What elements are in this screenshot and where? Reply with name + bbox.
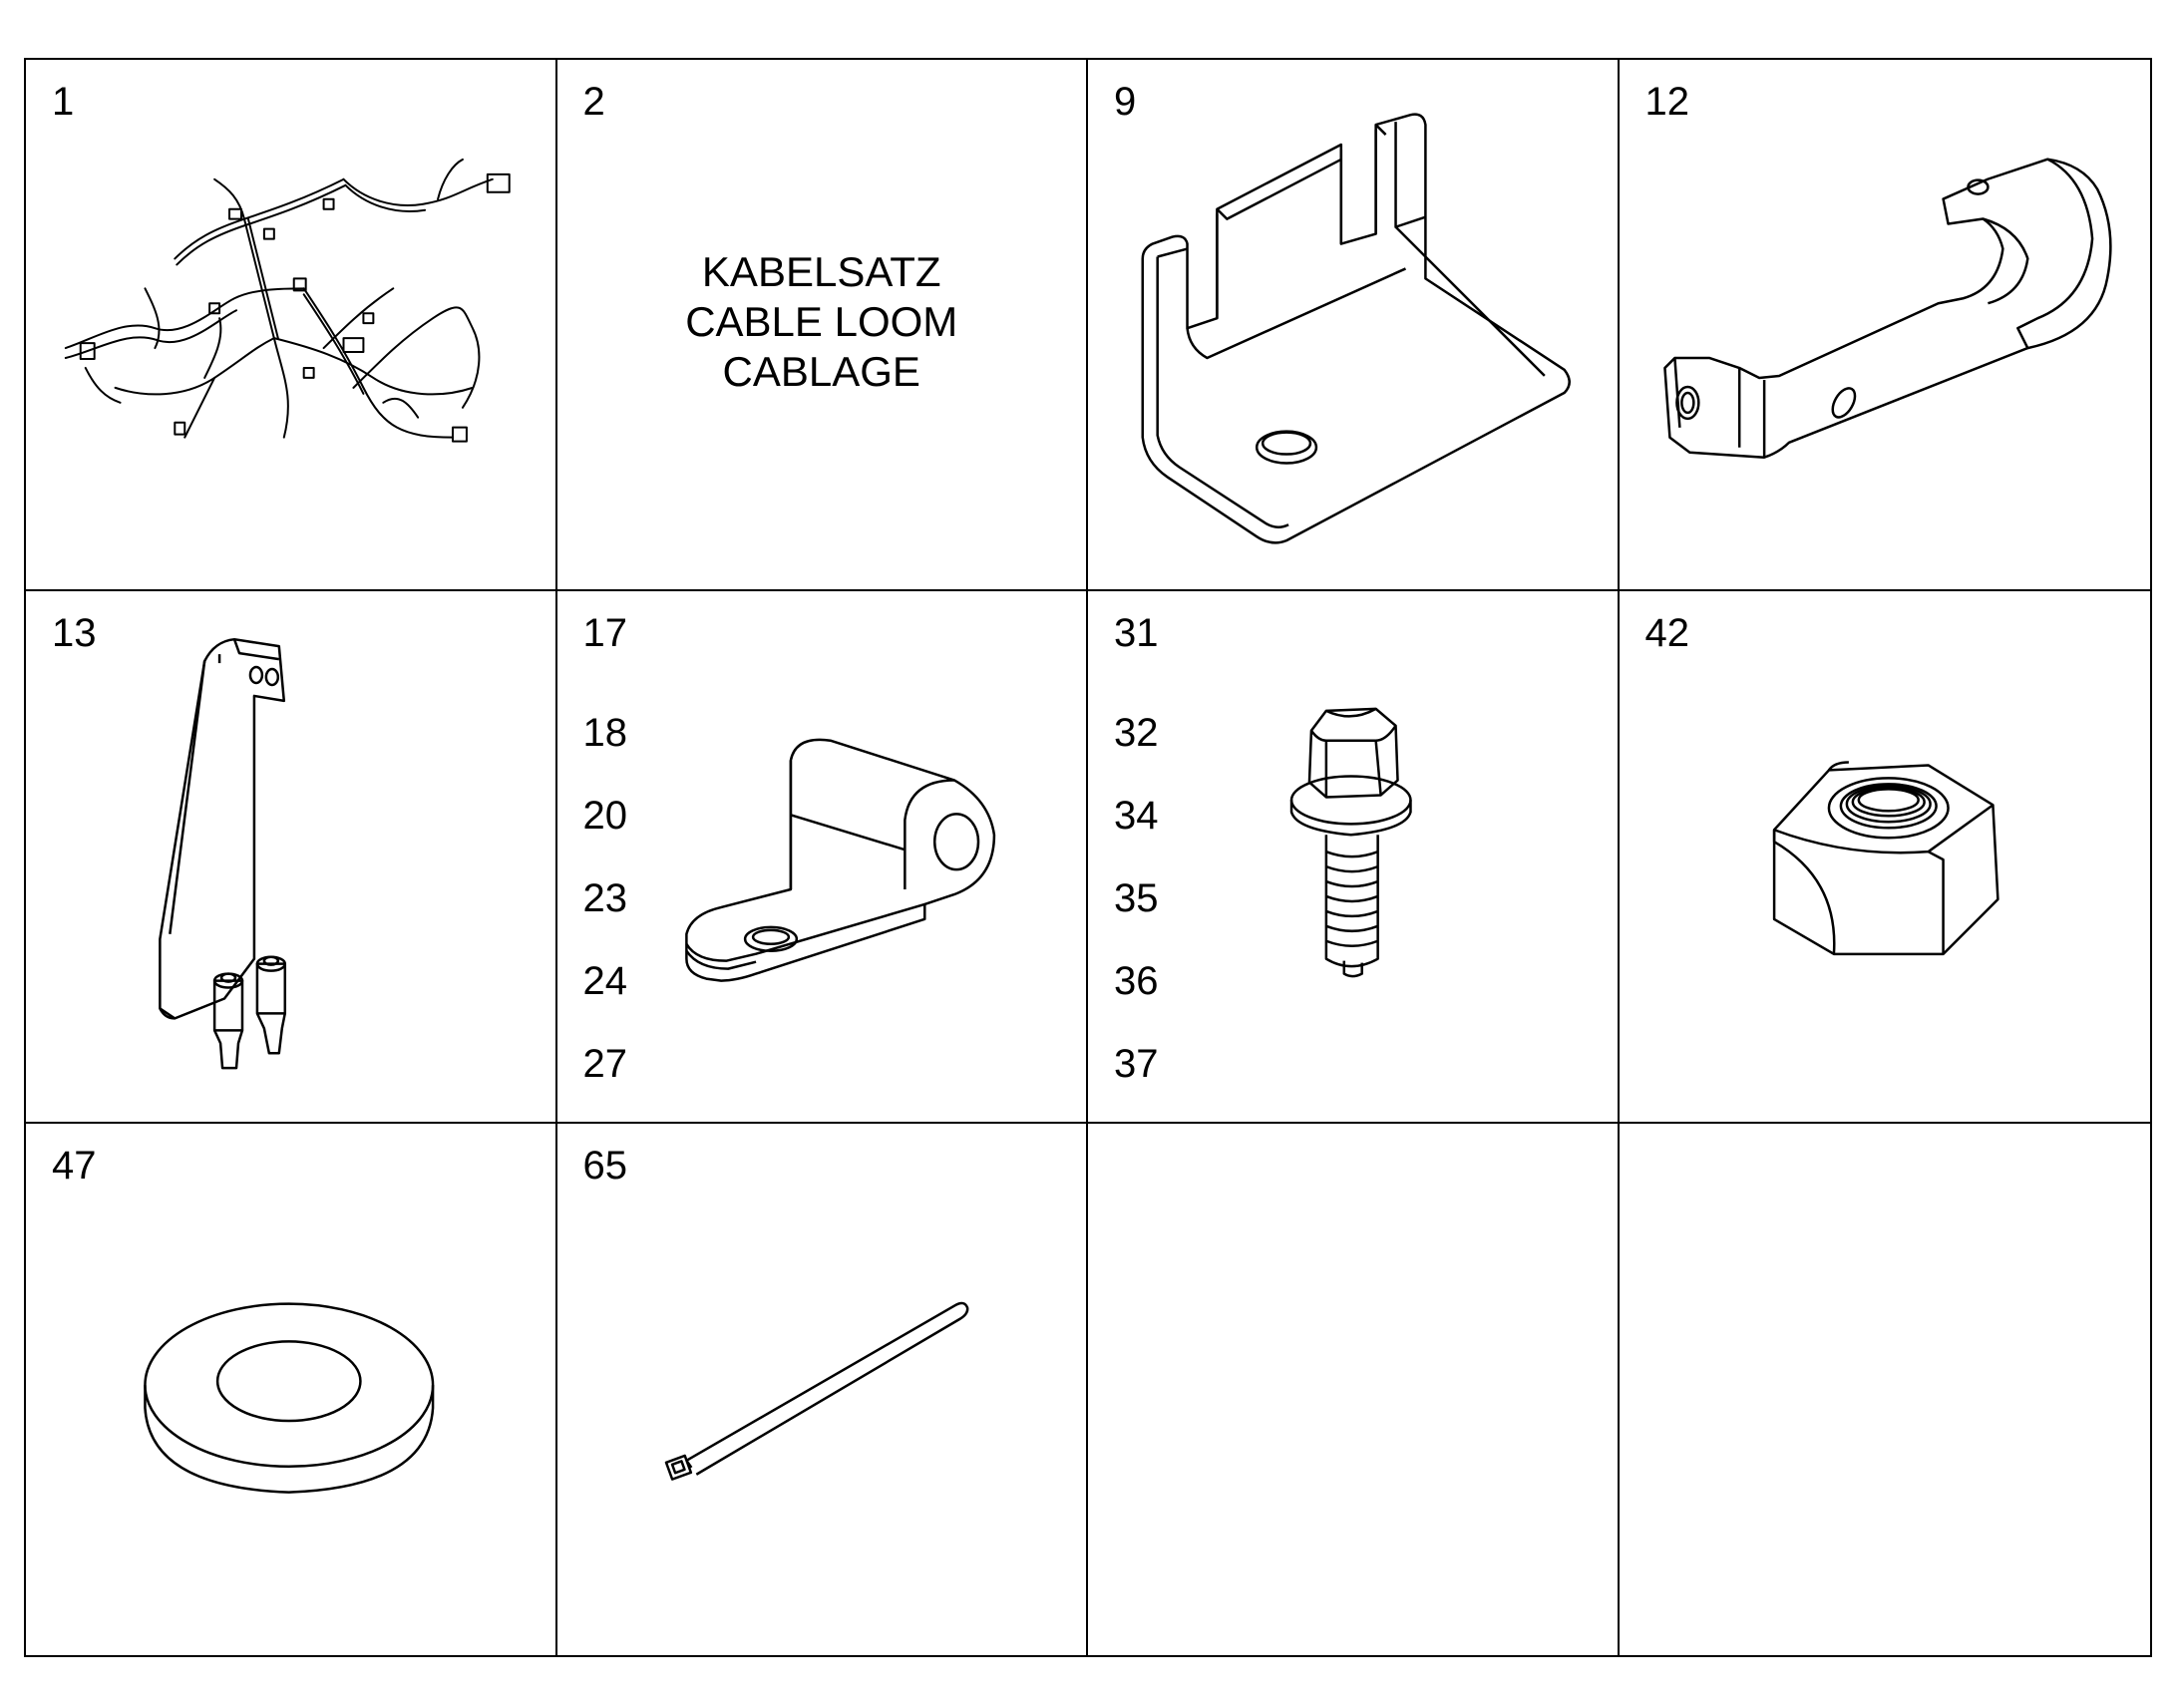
part-number: 12: [1644, 80, 1690, 124]
part-number: 2: [582, 80, 605, 124]
part-number: 18: [582, 711, 628, 756]
caption-line-de: KABELSATZ: [701, 248, 941, 295]
part-cell-1: 1: [26, 60, 557, 592]
part-cell-13: 13: [26, 591, 557, 1124]
part-cell-42: 42: [1619, 591, 2151, 1124]
curved-bracket-icon: [1620, 60, 2151, 589]
part-cell-47: 47: [26, 1123, 557, 1655]
cable-clamp-icon: [557, 591, 1087, 1121]
part-number: 31: [1114, 611, 1159, 656]
part-cell-65: 65: [557, 1123, 1088, 1655]
part-number: 65: [582, 1143, 628, 1188]
part-number-list: 13: [52, 609, 97, 692]
cable-tie-icon: [557, 1124, 1087, 1655]
wiring-harness-icon: [26, 60, 555, 589]
part-cell-12: 12: [1619, 60, 2151, 592]
part-cell-2: 2 KABELSATZ CABLE LOOM CABLAGE: [556, 60, 1088, 592]
part-number: 13: [52, 611, 97, 656]
empty-cell: [1620, 1124, 2151, 1655]
hex-nut-icon: [1620, 591, 2151, 1121]
part-number-list: 2: [583, 78, 605, 161]
part-cell-31: 31 32 34 35 36 37: [1088, 591, 1620, 1124]
part-number: 36: [1114, 959, 1159, 1004]
part-number: 20: [582, 794, 628, 839]
part-number: 17: [582, 611, 628, 656]
part-number-list: 12: [1645, 78, 1690, 161]
part-number: 24: [582, 959, 628, 1004]
part-number: 9: [1114, 80, 1137, 124]
flat-washer-icon: [26, 1124, 555, 1655]
cable-loom-caption: KABELSATZ CABLE LOOM CABLAGE: [557, 247, 1087, 397]
part-number: 23: [582, 876, 628, 921]
part-number: 42: [1644, 611, 1690, 656]
part-number-list: 31 32 34 35 36 37: [1114, 609, 1159, 1106]
part-number: 47: [52, 1143, 97, 1188]
part-cell-17: 17 18 20 23 24 27: [556, 591, 1088, 1124]
angle-bracket-with-screws-icon: [26, 591, 555, 1121]
part-cell-9: 9: [1088, 60, 1620, 592]
caption-line-fr: CABLAGE: [722, 348, 920, 395]
part-number-list: 9: [1114, 78, 1136, 161]
part-number: 1: [52, 80, 75, 124]
part-number: 27: [582, 1042, 628, 1087]
part-number: 34: [1114, 794, 1159, 839]
empty-cell: [1088, 1123, 1620, 1655]
part-number: 37: [1114, 1042, 1159, 1087]
part-number-list: 1: [52, 78, 74, 161]
part-number-list: 17 18 20 23 24 27: [583, 609, 628, 1106]
part-number: 32: [1114, 711, 1159, 756]
part-number-list: 47: [52, 1142, 97, 1224]
slotted-bracket-icon: [1088, 60, 1618, 589]
part-number-list: 42: [1645, 609, 1690, 692]
parts-grid: 1: [24, 58, 2152, 1657]
part-number: 35: [1114, 876, 1159, 921]
part-number-list: 65: [583, 1142, 628, 1224]
caption-line-en: CABLE LOOM: [685, 298, 958, 345]
flange-bolt-icon: [1088, 591, 1618, 1121]
